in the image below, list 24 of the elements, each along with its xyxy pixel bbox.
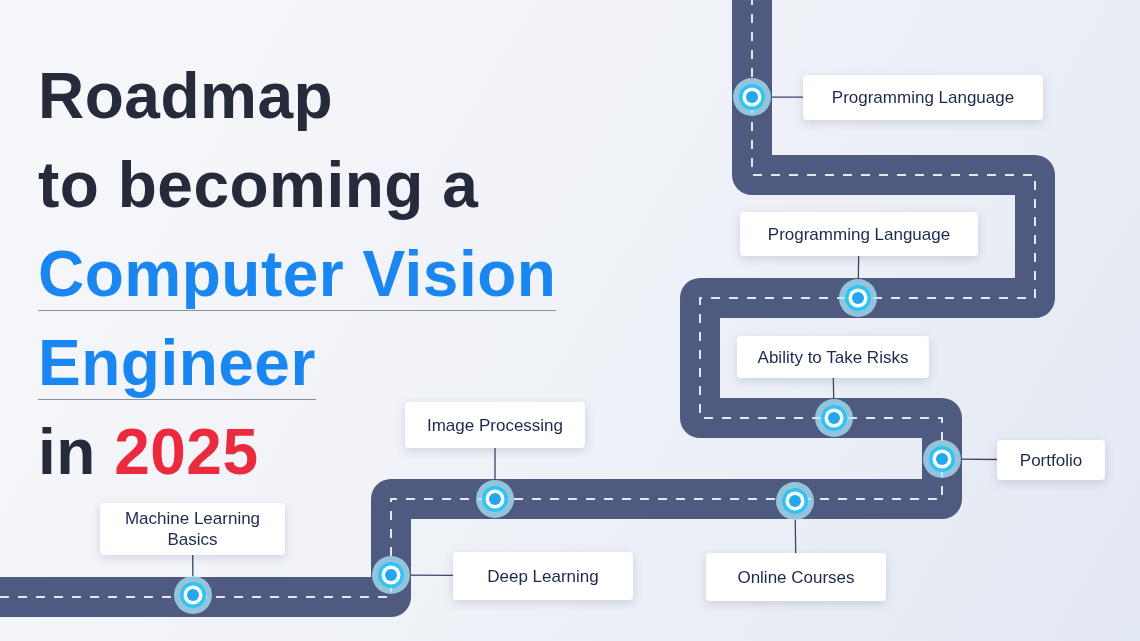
- milestone-label: Ability to Take Risks: [737, 336, 929, 378]
- leader-line: [192, 554, 194, 578]
- milestone-dot: [173, 575, 213, 615]
- leader-line: [769, 96, 804, 98]
- leader-line: [408, 574, 454, 577]
- milestone-dot: [732, 77, 772, 117]
- milestone-label: Online Courses: [706, 553, 886, 601]
- milestone-dot: [814, 398, 854, 438]
- milestone-label: Deep Learning: [453, 552, 633, 600]
- leader-line: [959, 458, 998, 461]
- milestone-dot: [475, 479, 515, 519]
- milestone-label: Image Processing: [405, 402, 585, 448]
- milestone-dot: [775, 481, 815, 521]
- milestone-label: Machine Learning Basics: [100, 503, 285, 555]
- leader-line: [794, 518, 797, 554]
- milestone-label: Programming Language: [803, 75, 1043, 120]
- milestone-label: Programming Language: [740, 212, 978, 256]
- milestone-label: Portfolio: [997, 440, 1105, 480]
- milestone-dot: [838, 278, 878, 318]
- milestone-dot: [371, 555, 411, 595]
- leader-line: [857, 255, 860, 281]
- leader-line: [494, 447, 496, 482]
- leader-line: [832, 377, 835, 401]
- milestone-dot: [922, 439, 962, 479]
